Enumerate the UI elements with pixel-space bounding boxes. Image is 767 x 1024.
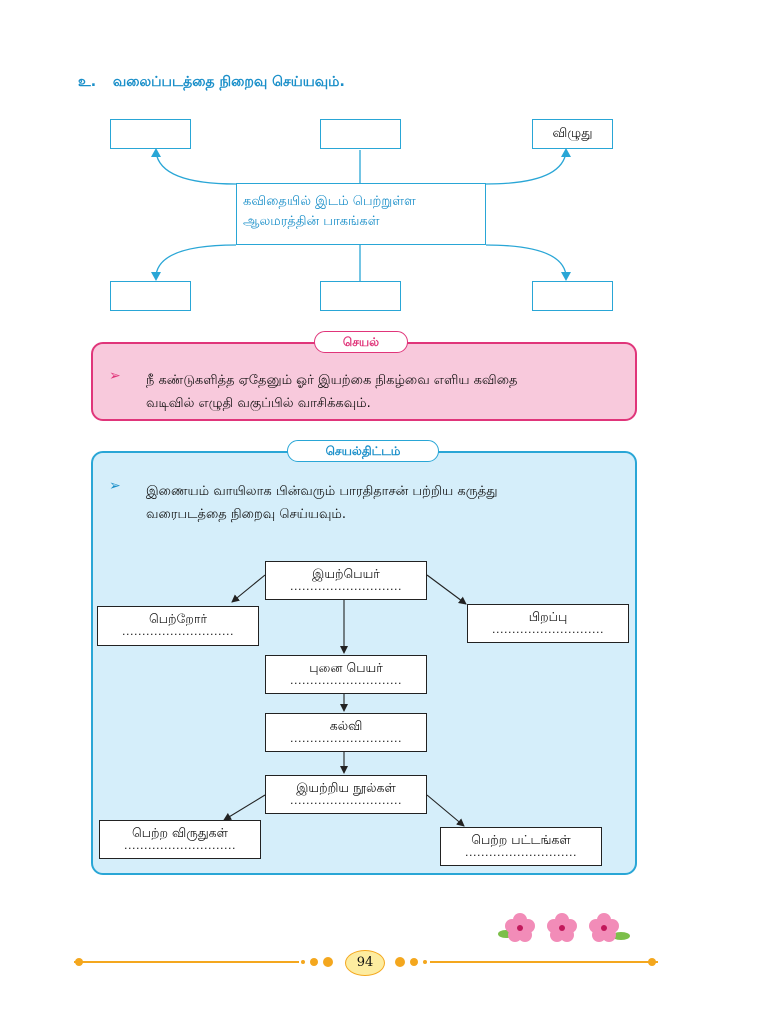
web-box-top-right-label: விழுது bbox=[552, 126, 593, 141]
arrow-bullet-icon: ➢ bbox=[109, 478, 121, 494]
box-titles[interactable]: பெற்ற பட்டங்கள் ........................… bbox=[440, 827, 602, 866]
box-education-label: கல்வி bbox=[329, 718, 363, 733]
web-center-line1: கவிதையில் இடம் பெற்றுள்ள bbox=[243, 194, 416, 209]
box-awards[interactable]: பெற்ற விருதுகள் ........................… bbox=[99, 820, 261, 859]
box-birth[interactable]: பிறப்பு ............................ bbox=[467, 604, 629, 643]
blank-dots: ............................ bbox=[290, 732, 402, 745]
box-pen-name[interactable]: புனை பெயர் ............................ bbox=[265, 655, 427, 694]
section-number: உ. bbox=[78, 74, 97, 90]
project-text: இணையம் வாயிலாக பின்வரும் பாரதிதாசன் பற்ற… bbox=[146, 480, 498, 526]
web-center-line2: ஆலமரத்தின் பாகங்கள் bbox=[243, 214, 380, 229]
section-heading: உ. வலைப்படத்தை நிறைவு செய்யவும். bbox=[78, 74, 345, 92]
activity-text: நீ கண்டுகளித்த ஏதேனும் ஓர் இயற்கை நிகழ்வ… bbox=[146, 369, 517, 415]
box-works[interactable]: இயற்றிய நூல்கள் ........................… bbox=[265, 775, 427, 814]
blank-dots: ............................ bbox=[290, 674, 402, 687]
flower-decoration-icon bbox=[498, 913, 630, 942]
activity-line1: நீ கண்டுகளித்த ஏதேனும் ஓர் இயற்கை நிகழ்வ… bbox=[146, 373, 518, 388]
web-box-bottom-right[interactable] bbox=[532, 281, 613, 311]
project-line1: இணையம் வாயிலாக பின்வரும் பாரதிதாசன் பற்ற… bbox=[146, 484, 498, 499]
web-box-top-right[interactable]: விழுது bbox=[532, 119, 613, 149]
project-line2: வரைபடத்தை நிறைவு செய்யவும். bbox=[146, 507, 346, 522]
blank-dots: ............................ bbox=[124, 839, 236, 852]
box-real-name-label: இயற்பெயர் bbox=[312, 566, 380, 581]
blank-dots: ............................ bbox=[122, 625, 234, 638]
box-parents[interactable]: பெற்றோர் ............................ bbox=[97, 606, 259, 646]
section-title: வலைப்படத்தை நிறைவு செய்யவும். bbox=[112, 74, 345, 90]
activity-line2: வடிவில் எழுதி வகுப்பில் வாசிக்கவும். bbox=[146, 396, 371, 411]
box-works-label: இயற்றிய நூல்கள் bbox=[296, 780, 396, 795]
blank-dots: ............................ bbox=[492, 623, 604, 636]
box-pen-name-label: புனை பெயர் bbox=[309, 660, 383, 675]
box-real-name[interactable]: இயற்பெயர் ............................ bbox=[265, 561, 427, 600]
web-box-top-left[interactable] bbox=[110, 119, 191, 149]
box-birth-label: பிறப்பு bbox=[528, 609, 568, 624]
blank-dots: ............................ bbox=[290, 794, 402, 807]
box-education[interactable]: கல்வி ............................ bbox=[265, 713, 427, 752]
page-number: 94 bbox=[345, 950, 385, 976]
blank-dots: ............................ bbox=[465, 846, 577, 859]
arrow-bullet-icon: ➢ bbox=[109, 368, 121, 384]
web-center-box: கவிதையில் இடம் பெற்றுள்ள ஆலமரத்தின் பாகங… bbox=[236, 183, 486, 245]
web-box-bottom-left[interactable] bbox=[110, 281, 191, 311]
web-box-bottom-middle[interactable] bbox=[320, 281, 401, 311]
footer-rule-left bbox=[74, 961, 299, 963]
project-tab: செயல்திட்டம் bbox=[287, 440, 439, 462]
web-box-top-middle[interactable] bbox=[320, 119, 401, 149]
box-parents-label: பெற்றோர் bbox=[149, 611, 207, 626]
footer-rule-right bbox=[430, 961, 658, 963]
box-awards-label: பெற்ற விருதுகள் bbox=[132, 825, 228, 840]
box-titles-label: பெற்ற பட்டங்கள் bbox=[471, 832, 571, 847]
blank-dots: ............................ bbox=[290, 580, 402, 593]
activity-tab: செயல் bbox=[314, 331, 408, 353]
